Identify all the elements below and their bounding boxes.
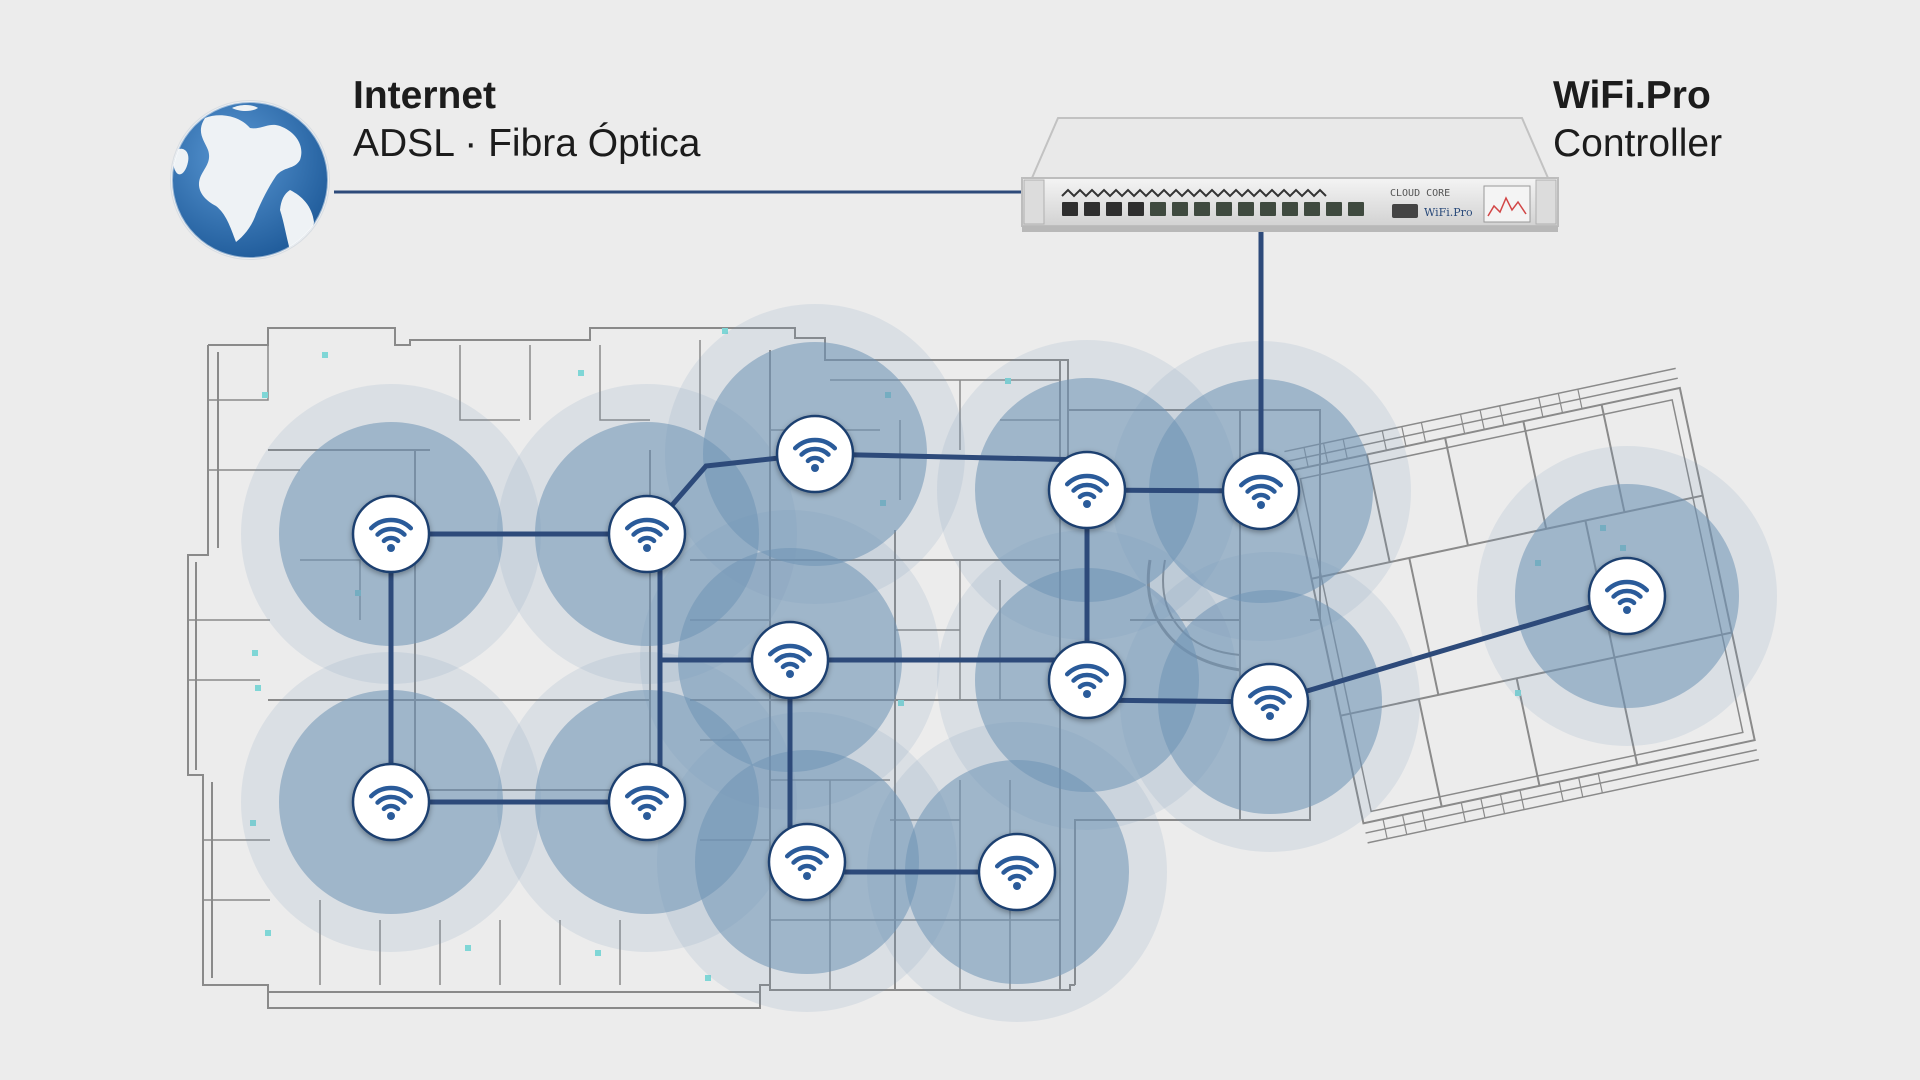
wifi-icon	[351, 494, 431, 574]
network-link	[1267, 593, 1630, 705]
controller-label: WiFi.Pro Controller	[1553, 72, 1722, 168]
router-brand-text: WiFi.Pro	[1424, 206, 1473, 219]
ethernet-port	[1150, 202, 1166, 216]
internet-title: Internet	[353, 74, 497, 117]
ethernet-port	[1260, 202, 1276, 216]
ethernet-port	[1084, 202, 1100, 216]
controller-subtitle: Controller	[1553, 122, 1723, 165]
wifi-icon	[607, 494, 687, 574]
wifi-icon	[1047, 450, 1127, 530]
globe-icon	[170, 100, 330, 260]
wifi-icon	[775, 414, 855, 494]
coverage-areas	[241, 304, 1777, 1022]
wifi-icon	[607, 762, 687, 842]
wifi-icon	[1221, 451, 1301, 531]
internet-label: Internet ADSL · Fibra Óptica	[353, 72, 701, 168]
ethernet-port	[1238, 202, 1254, 216]
ethernet-port	[1326, 202, 1342, 216]
ethernet-port	[1216, 202, 1232, 216]
ethernet-port	[1106, 202, 1122, 216]
router-icon: CLOUD CORE WiFi.Pro	[1021, 117, 1559, 232]
wifi-icon	[750, 620, 830, 700]
access-points	[351, 414, 1667, 912]
wifi-icon	[1587, 556, 1667, 636]
ethernet-port	[1128, 202, 1144, 216]
wifi-icon	[1230, 662, 1310, 742]
router-model-text: CLOUD CORE	[1390, 188, 1450, 199]
wifi-icon	[767, 822, 847, 902]
ethernet-port	[1348, 202, 1364, 216]
ethernet-port	[1304, 202, 1320, 216]
ethernet-port	[1172, 202, 1188, 216]
ethernet-port	[1282, 202, 1298, 216]
wifi-icon	[1047, 640, 1127, 720]
controller-title: WiFi.Pro	[1553, 74, 1711, 117]
network-link	[812, 451, 1090, 463]
wifi-icon	[977, 832, 1057, 912]
ethernet-port	[1194, 202, 1210, 216]
wifi-icon	[351, 762, 431, 842]
ethernet-port	[1062, 202, 1078, 216]
internet-subtitle: ADSL · Fibra Óptica	[353, 122, 701, 165]
